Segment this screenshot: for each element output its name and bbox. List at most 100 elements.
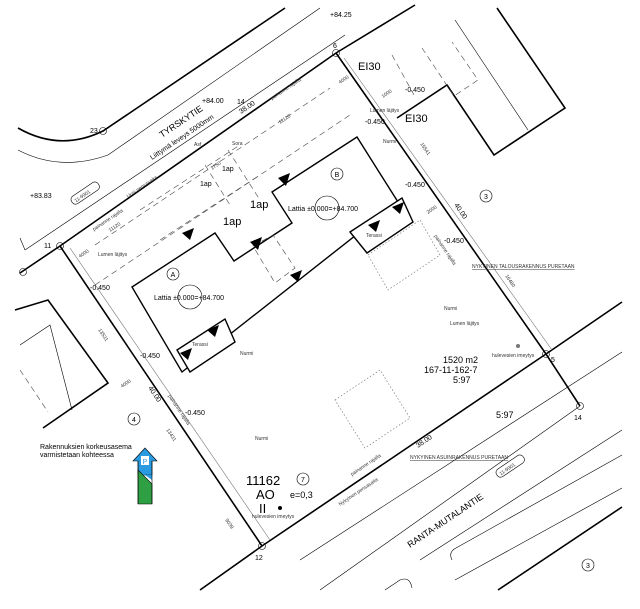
neighbour-building-west: [14, 299, 110, 429]
lawn-label: Nurmi: [240, 351, 253, 357]
block-number: 11162: [246, 473, 280, 488]
plot-boundary: [56, 49, 584, 550]
label-circle-a: [166, 267, 180, 281]
north-arrow-icon: P: [132, 447, 158, 505]
grade-label: -0.450: [365, 119, 385, 126]
grade-label: -0.450: [140, 353, 160, 360]
plot-number-circle: [296, 472, 310, 486]
terrace-b-label: Terassi: [366, 233, 382, 239]
neighbour-4-circle: [127, 412, 141, 426]
neighbour-3-label: 3: [484, 194, 488, 201]
storm-water-label: hulevesien imeytys: [252, 514, 295, 520]
north-arrow-letter: P: [143, 459, 148, 466]
point-14-marker: [576, 402, 584, 410]
point-5-label: 5: [551, 357, 555, 364]
fire-wall-label: EI30: [405, 113, 428, 125]
snow-storage-label: Lumen läjitys: [370, 108, 400, 114]
dimension-label: 4000: [78, 248, 91, 259]
dimension-label: 1750: [210, 160, 223, 171]
street-code-text: 11-9901: [499, 462, 517, 477]
entrance-arrow-icon: [290, 270, 302, 282]
grade-label: -0.450: [185, 410, 205, 417]
entrance-arrow-icon: [180, 348, 192, 360]
dimension-label: 11120: [278, 113, 292, 125]
zoning-floors: II: [259, 501, 266, 516]
neighbour-dashed: [19, 369, 49, 413]
zoning-use: AO: [256, 487, 275, 502]
point-marker: [19, 268, 27, 276]
lawn-label: Nurmi: [444, 306, 457, 312]
point-23-marker: [99, 127, 107, 135]
neighbour-line: [19, 324, 73, 411]
gravel-label: Sora: [232, 141, 243, 147]
point-5-marker: [542, 350, 550, 358]
ranta-mutalantie-road: [199, 301, 623, 591]
entrance-arrow-icon: [207, 325, 219, 337]
entrance-arrow-icon: [368, 220, 380, 232]
point-11-label: 11: [44, 243, 51, 250]
point-6-label: 6: [333, 43, 337, 50]
elevation-note-line2: varmistetaan kohteessa: [40, 452, 114, 459]
terrace-a-label: Terassi: [192, 342, 208, 348]
street-name-ranta-mutalantie: RANTA-MUTALANTIE: [406, 492, 486, 550]
elevation-west: +83.83: [30, 193, 52, 200]
grade-label: -0.450: [405, 182, 425, 189]
storm-water-dot: [278, 506, 282, 510]
neighbour-3-se-circle: [581, 558, 595, 572]
building-b-floor-level: Lattia ±0.000=+84.700: [288, 206, 358, 213]
old-outbuilding-outline: [367, 219, 441, 291]
plot-number: 7: [301, 477, 305, 484]
snow-storage-label: Lumen läjitys: [98, 252, 128, 258]
carport: [252, 234, 296, 284]
point-6-marker: [332, 49, 340, 57]
point-12-label: 12: [255, 555, 263, 562]
dimension-label: 13431: [164, 428, 177, 443]
label-circle-b: [330, 167, 344, 181]
entrance-arrow-icon: [392, 202, 404, 214]
elevation-note-line1: Rakennuksien korkeusasema: [40, 444, 132, 451]
entrance-arrow-icon: [250, 237, 262, 250]
grade-label: -0.450: [405, 87, 425, 94]
building-a-floor-level: Lattia ±0.000=+84.700: [154, 295, 224, 302]
neighbour-line: [454, 19, 529, 131]
tyrskytie-road: [17, 4, 416, 276]
plot-area: 1520 m2: [443, 355, 478, 365]
parking-label: 1ap: [223, 216, 241, 228]
dimension-label: 15541: [418, 142, 431, 157]
demolition-house-note: NYKYINEN ASUINRAKENNUS PURETAAN: [410, 455, 508, 461]
dimension-label: 4000: [338, 74, 351, 85]
parking-label: 1ap: [250, 199, 268, 211]
buildings: [131, 136, 520, 510]
point-23-label: 23: [90, 128, 98, 135]
entrance-arrow-icon: [182, 228, 194, 240]
plot-ratio: 5:97: [453, 375, 471, 385]
plot-id: 167-11-162-7: [424, 365, 477, 375]
neighbour-4-label: 4: [132, 417, 136, 424]
dimension-label: 16480: [503, 274, 516, 289]
point-12-marker: [258, 542, 266, 550]
neighbour-3-se-label: 3: [586, 563, 590, 570]
elevation-road: +84.00: [202, 98, 224, 105]
building-a-label: A: [171, 272, 176, 279]
parking-label: 1ap: [222, 166, 234, 173]
dimension-label: 13531: [96, 328, 109, 343]
asphalt-label: Asf: [194, 142, 202, 148]
hedge-label: Uusi pensasaita: [126, 175, 159, 200]
hedge-label: painanne rajalla: [270, 77, 303, 102]
entrance-arrow-icon: [278, 173, 290, 186]
hedge-label: painanne rajalla: [350, 453, 383, 478]
storm-water-dot: [516, 344, 520, 348]
neighbour-dashed: [391, 54, 415, 96]
point-14-label: 14: [574, 415, 582, 422]
fire-wall-label: EI30: [358, 61, 381, 73]
storm-water-label: hulevesien imeytys: [492, 353, 535, 359]
dimension-label: 1000: [381, 88, 394, 99]
floor-level-circle-b: [314, 195, 340, 221]
neighbour-3-circle: [479, 189, 493, 203]
street-code-text: 11-9901: [74, 189, 92, 204]
building-outline: [131, 136, 399, 374]
elevation-top: +84.25: [330, 12, 352, 19]
lawn-label: Nurmi: [255, 436, 268, 442]
neighbour-dashed: [421, 41, 479, 97]
